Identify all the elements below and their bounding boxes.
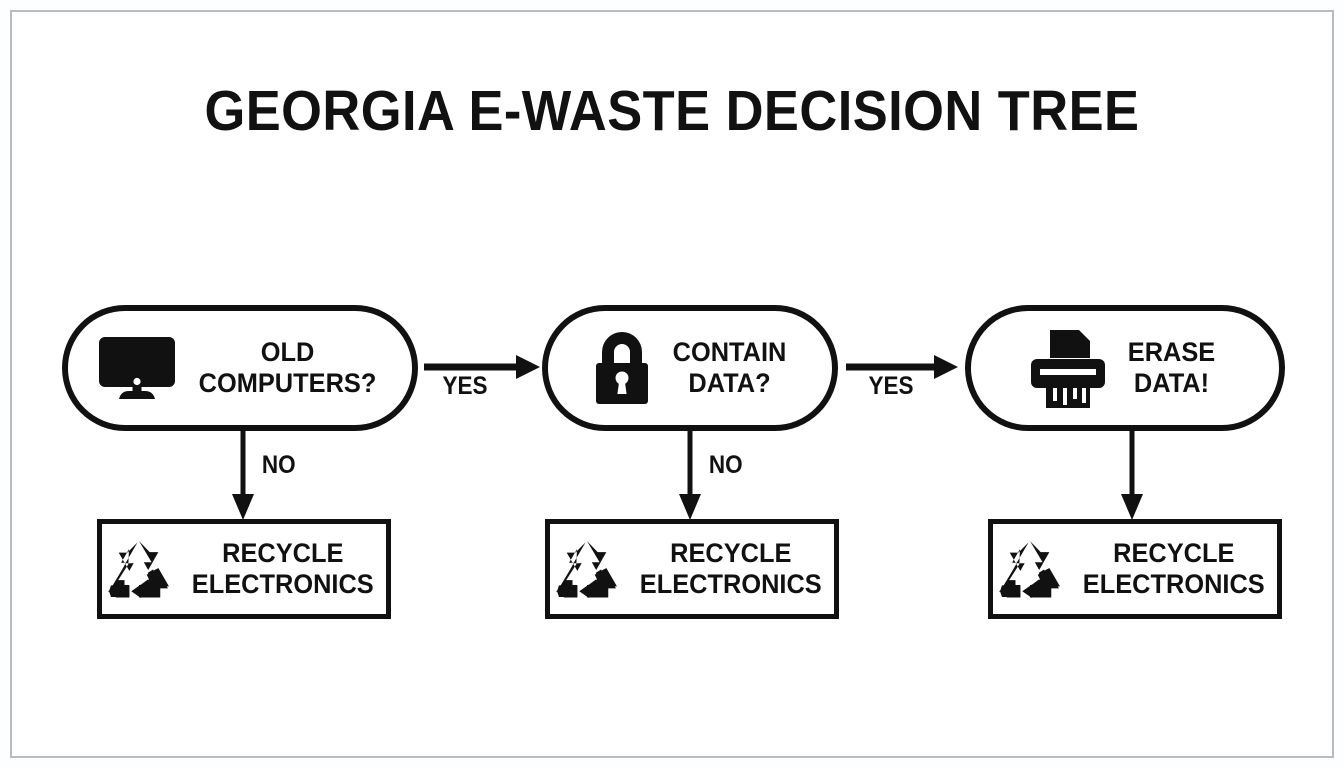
page-title: GEORGIA E-WASTE DECISION TREE (204, 79, 1140, 143)
recycle-icon (108, 540, 170, 598)
edge-label-no-2: NO (708, 451, 743, 479)
edge-arrow-no-2 (679, 430, 701, 520)
edge-label-yes-2: YES (868, 372, 914, 400)
lock-icon (591, 330, 653, 406)
edge-arrow-yes-2 (846, 355, 958, 379)
recycle-icon (999, 540, 1061, 598)
edge-label-no-1: NO (261, 451, 296, 479)
shredder-icon (1031, 328, 1106, 408)
edge-arrow-no-1 (232, 430, 254, 520)
edge-arrow-erase-to-recycle (1121, 430, 1143, 520)
monitor-icon (98, 335, 175, 401)
edge-label-yes-1: YES (442, 372, 488, 400)
recycle-icon (556, 540, 618, 598)
edge-arrow-yes-1 (424, 355, 540, 379)
